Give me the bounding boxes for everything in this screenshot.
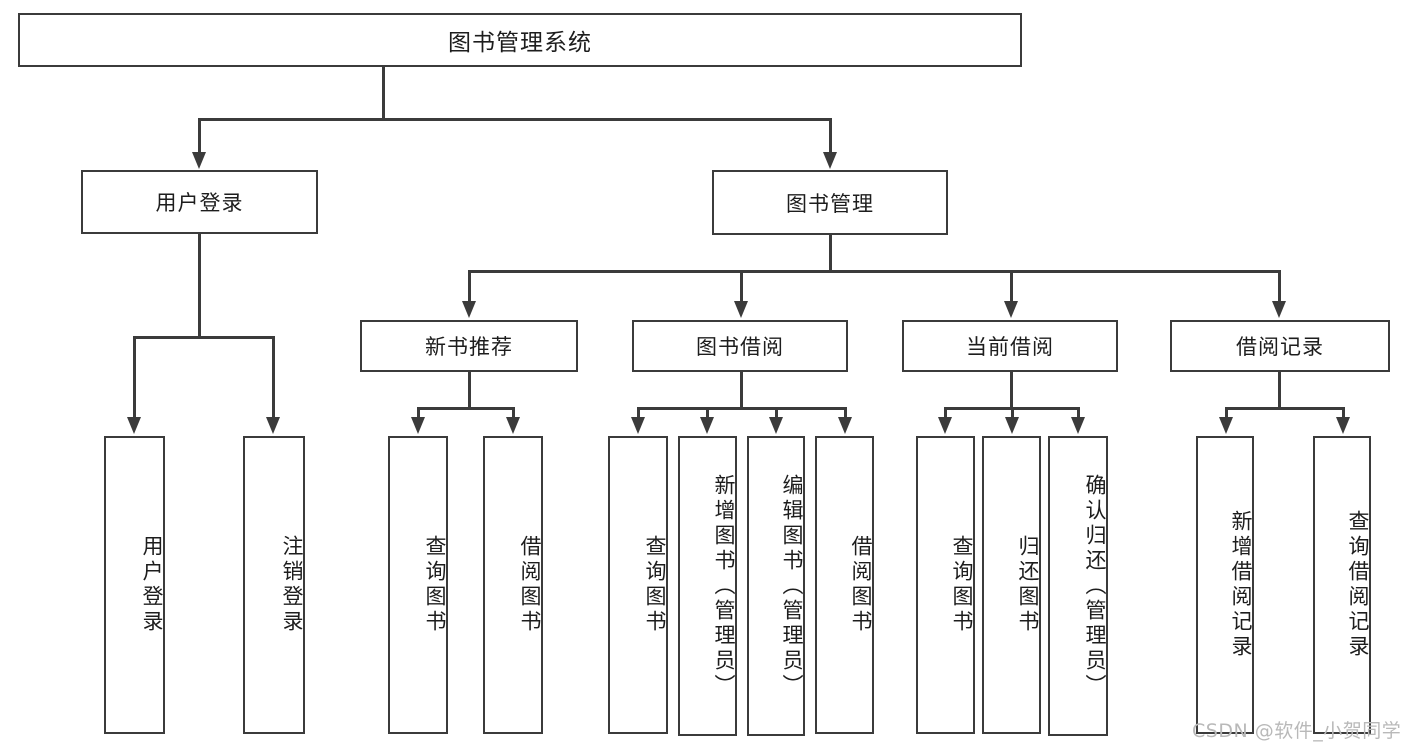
node-current-borrowing[interactable]: 当前借阅 [902, 320, 1118, 372]
edge-user-login-stem [198, 234, 201, 336]
node-leaf[interactable]: 查询图书 [388, 436, 448, 734]
node-label: 图书借阅 [696, 335, 784, 359]
edge-user-login-bus [133, 336, 273, 339]
node-leaf[interactable]: 注销登录 [243, 436, 305, 734]
node-label: 用户登录 [140, 535, 164, 635]
node-leaf[interactable]: 查询图书 [608, 436, 668, 734]
arrow-current-borrow-child-3 [1071, 417, 1085, 434]
node-label: 图书管理系统 [448, 30, 592, 56]
node-label: 归还图书 [1016, 535, 1040, 635]
arrow-new-books-child-1 [411, 417, 425, 434]
edge-new-books-bus [417, 407, 513, 410]
edge-root-stem [382, 67, 385, 118]
edge-to-current-borrow [1010, 270, 1013, 303]
edge-borrow-records-bus [1225, 407, 1343, 410]
edge-new-books-stem [468, 372, 471, 407]
arrow-borrow-books-child-1 [631, 417, 645, 434]
arrow-to-borrow-records [1272, 301, 1286, 318]
node-label: 新增借阅记录 [1229, 510, 1253, 660]
node-new-book-recommendation[interactable]: 新书推荐 [360, 320, 578, 372]
arrow-borrow-records-child-1 [1219, 417, 1233, 434]
node-leaf[interactable]: 新增借阅记录 [1196, 436, 1254, 734]
edge-borrow-books-child-2 [706, 407, 709, 419]
arrow-borrow-books-child-4 [838, 417, 852, 434]
node-label: 查询图书 [423, 535, 447, 635]
edge-borrow-records-child-2 [1342, 407, 1345, 419]
node-label: 当前借阅 [966, 335, 1054, 359]
node-label: 借阅记录 [1236, 335, 1324, 359]
node-leaf[interactable]: 查询借阅记录 [1313, 436, 1371, 734]
node-label: 新增图书（管理员） [712, 473, 736, 699]
node-leaf[interactable]: 用户登录 [104, 436, 165, 734]
arrow-to-user-login [192, 152, 206, 169]
edge-book-mgmt-stem [829, 235, 832, 270]
arrow-user-login-child-2 [266, 417, 280, 434]
arrow-to-current-borrow [1004, 301, 1018, 318]
node-label: 编辑图书（管理员） [780, 473, 804, 699]
node-book-borrowing[interactable]: 图书借阅 [632, 320, 848, 372]
edge-to-book-mgmt [829, 118, 832, 154]
edge-borrow-books-child-3 [775, 407, 778, 419]
node-leaf[interactable]: 新增图书（管理员） [678, 436, 737, 736]
arrow-borrow-records-child-2 [1336, 417, 1350, 434]
edge-new-books-child-2 [512, 407, 515, 419]
arrow-user-login-child-1 [127, 417, 141, 434]
edge-current-borrow-child-1 [944, 407, 947, 419]
edge-to-borrow-records [1278, 270, 1281, 303]
node-borrowing-records[interactable]: 借阅记录 [1170, 320, 1390, 372]
node-root-library-system[interactable]: 图书管理系统 [18, 13, 1022, 67]
node-label: 注销登录 [280, 535, 304, 635]
node-leaf[interactable]: 归还图书 [982, 436, 1041, 734]
edge-level3-bus [468, 270, 1280, 273]
arrow-borrow-books-child-3 [769, 417, 783, 434]
edge-to-borrow-books [740, 270, 743, 303]
edge-current-borrow-child-3 [1077, 407, 1080, 419]
node-leaf[interactable]: 借阅图书 [483, 436, 543, 734]
edge-current-borrow-stem [1010, 372, 1013, 407]
edge-new-books-child-1 [417, 407, 420, 419]
arrow-to-book-mgmt [823, 152, 837, 169]
arrow-current-borrow-child-2 [1005, 417, 1019, 434]
edge-borrow-books-child-4 [844, 407, 847, 419]
arrow-current-borrow-child-1 [938, 417, 952, 434]
arrow-borrow-books-child-2 [700, 417, 714, 434]
node-label: 借阅图书 [849, 535, 873, 635]
node-leaf[interactable]: 借阅图书 [815, 436, 874, 734]
node-label: 用户登录 [155, 191, 244, 215]
node-leaf[interactable]: 编辑图书（管理员） [747, 436, 805, 736]
edge-current-borrow-child-2 [1011, 407, 1014, 419]
arrow-to-borrow-books [734, 301, 748, 318]
edge-borrow-records-child-1 [1225, 407, 1228, 419]
arrow-to-new-books [462, 301, 476, 318]
node-book-management[interactable]: 图书管理 [712, 170, 948, 235]
edge-borrow-records-stem [1278, 372, 1281, 407]
edge-borrow-books-bus [637, 407, 845, 410]
edge-user-login-child-1 [133, 336, 136, 419]
edge-borrow-books-child-1 [637, 407, 640, 419]
node-label: 借阅图书 [518, 535, 542, 635]
edge-borrow-books-stem [740, 372, 743, 407]
node-user-login[interactable]: 用户登录 [81, 170, 318, 234]
edge-level2-bus [198, 118, 832, 121]
node-label: 查询借阅记录 [1346, 510, 1370, 660]
arrow-new-books-child-2 [506, 417, 520, 434]
node-label: 查询图书 [643, 535, 667, 635]
edge-to-user-login [198, 118, 201, 154]
edge-user-login-child-2 [272, 336, 275, 419]
node-label: 图书管理 [786, 191, 874, 216]
node-leaf[interactable]: 确认归还（管理员） [1048, 436, 1108, 736]
node-label: 确认归还（管理员） [1083, 473, 1107, 699]
edge-to-new-books [468, 270, 471, 303]
node-label: 新书推荐 [425, 335, 513, 359]
csdn-watermark: CSDN @软件_小贺同学 [1192, 720, 1402, 742]
node-label: 查询图书 [950, 535, 974, 635]
node-leaf[interactable]: 查询图书 [916, 436, 975, 734]
